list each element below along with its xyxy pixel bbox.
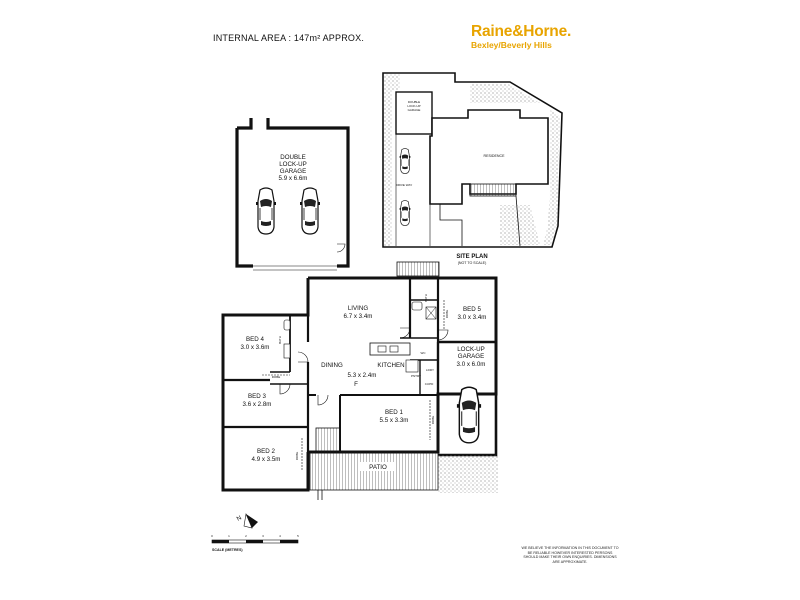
room-kitchen: KITCHEN [377,362,404,369]
room-bed2-size: 4.9 x 3.5m [252,456,281,463]
car-icon [300,187,320,235]
room-lockup-garage-size: 3.0 x 6.0m [457,361,486,368]
double-garage: DOUBLE LOCK-UP GARAGE 5.9 x 6.6m [235,118,350,271]
room-dining-size: 5.3 x 2.4m [348,372,377,379]
room-bed1-size: 5.5 x 3.3m [380,417,409,424]
scale-tick: 1 [228,534,230,538]
house-floor-plan: LIVING 6.7 x 3.4m BED 5 3.0 x 3.4m BED 4… [221,261,498,500]
svg-text:N: N [236,514,243,522]
room-living-size: 6.7 x 3.4m [344,313,373,320]
room-living: LIVING [348,305,368,312]
site-car-icon [399,148,411,174]
disclaimer: WE BELIEVE THE INFORMATION IN THIS DOCUM… [521,546,619,564]
room-dining: DINING [321,362,343,369]
room-bed3-size: 3.6 x 2.8m [243,401,272,408]
scale-tick: 2 [245,534,247,538]
sink-icon [377,345,387,353]
cupd-label: CUPD [425,382,434,386]
patio-steps [315,427,341,453]
room-patio: PATIO [369,464,387,471]
brand-name: Raine&Horne. [471,23,572,40]
room-lockup-garage: LOCK-UP [457,346,485,353]
room-bed5-size: 3.0 x 3.4m [458,314,487,321]
garden-bed [438,455,498,493]
north-arrow-icon: N [236,512,258,529]
site-garage-label: DOUBLE [408,100,420,104]
brand-office: Bexley/Beverly Hills [471,40,552,50]
cooktop-icon [389,345,399,353]
site-garage [395,91,433,135]
scale-tick: 4 [279,534,281,538]
room-bed5: BED 5 [463,306,481,313]
double-garage-label: GARAGE [280,168,306,175]
room-lockup-garage: GARAGE [458,353,484,360]
robe-label: ROBE [272,375,281,379]
fridge-label: F [354,381,358,388]
site-landscaping-top [470,84,540,103]
scale-tick: 5 [297,534,299,538]
scale-label: SCALE (METRES) [212,548,243,552]
site-landscaping-right [543,110,560,245]
brand-logo: Raine&Horne. Bexley/Beverly Hills [471,23,571,50]
scale-bar: 0 1 2 3 4 5 SCALE (METRES) [211,534,299,552]
site-car-icon [399,200,411,226]
wc-label: WC [421,351,427,355]
site-landscaping-front [500,205,540,245]
double-garage-label: LOCK-UP [279,161,307,168]
site-plan-subtitle: (NOT TO SCALE) [458,261,487,265]
site-driveway-label: DRIVE WAY [396,183,413,187]
site-plan-title: SITE PLAN [456,254,487,260]
room-bed3: BED 3 [248,393,266,400]
site-garage-label: LOCK-UP [407,104,420,108]
bath-label: BATH [278,336,282,344]
robe-label: ROBE [295,452,299,461]
entry-steps [396,261,440,277]
double-garage-label: DOUBLE [280,154,305,161]
robe-label: ROBE [445,310,449,319]
room-bed4-size: 3.0 x 3.6m [241,344,270,351]
double-garage-size: 5.9 x 6.6m [279,175,308,182]
room-bed4: BED 4 [246,336,264,343]
bath-label: BATH [424,294,428,302]
site-garage-label: GARAGE [408,108,421,112]
car-icon [256,187,276,235]
scale-tick: 3 [262,534,264,538]
basin-icon [411,301,423,311]
site-deck [469,183,517,197]
site-residence-label: RESIDENCE [484,154,506,158]
robe-label: ROBE [431,416,435,425]
internal-area-label: INTERNAL AREA : 147m² APPROX. [213,33,365,43]
ldry-label: LDRY [426,368,434,372]
site-plan: DOUBLE LOCK-UP GARAGE RESIDENCE DRIVE WA… [382,72,563,265]
car-icon [456,386,482,444]
site-landscaping-left [384,74,400,246]
room-bed1: BED 1 [385,409,403,416]
ldry-tub [405,359,419,373]
room-bed2: BED 2 [257,448,275,455]
pntry-label: PNTRY [411,374,421,378]
scale-tick: 0 [211,534,213,538]
toilet-icon [283,319,291,331]
basin-icon [283,343,291,359]
